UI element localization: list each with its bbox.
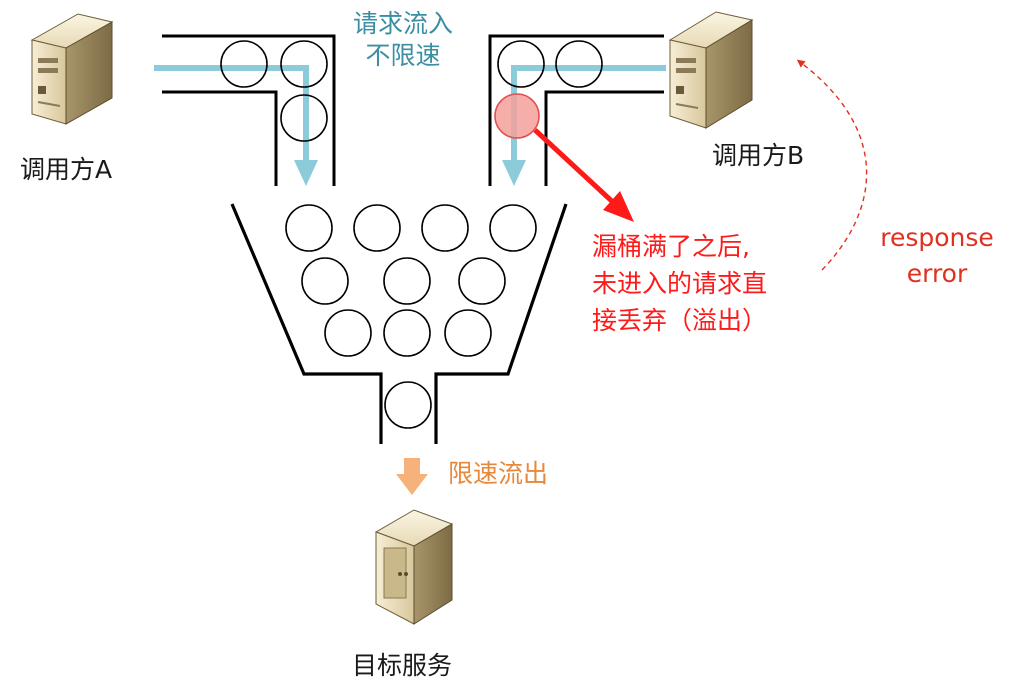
- request-ball: [353, 204, 401, 252]
- inflow-pipe-left: [162, 34, 336, 186]
- overflow-label-line3: 接丢弃（溢出）: [592, 306, 768, 335]
- response-label-line1: response: [880, 223, 994, 252]
- request-ball: [458, 257, 506, 305]
- leaky-bucket: [230, 203, 568, 444]
- caller-b-server-icon: [668, 11, 754, 129]
- overflow-label: 漏桶满了之后, 未进入的请求直 接丢弃（溢出）: [592, 228, 767, 339]
- request-ball: [285, 204, 333, 252]
- request-ball: [497, 40, 545, 88]
- inflow-label-line1: 请求流入: [352, 9, 453, 38]
- overflow-label-line2: 未进入的请求直: [592, 269, 768, 298]
- request-ball: [421, 204, 469, 252]
- request-ball: [444, 309, 492, 357]
- request-ball: [383, 257, 431, 305]
- outflow-label: 限速流出: [448, 459, 549, 488]
- overflow-arrow: [533, 128, 634, 222]
- request-ball: [220, 40, 268, 88]
- caller-b-label: 调用方B: [712, 141, 805, 170]
- outflow-arrow: [396, 458, 428, 495]
- request-ball: [383, 309, 431, 357]
- inflow-arrow-left: [154, 65, 318, 186]
- request-ball: [301, 257, 349, 305]
- request-ball: [489, 204, 537, 252]
- target-server-icon: [374, 509, 454, 625]
- bucket-requests: [285, 204, 537, 429]
- response-label-line2: error: [906, 259, 968, 288]
- target-service-label: 目标服务: [352, 651, 453, 680]
- request-ball: [324, 309, 372, 357]
- request-ball: [384, 381, 432, 429]
- inflow-label: 请求流入 不限速: [340, 8, 466, 72]
- caller-a-server-icon: [30, 13, 114, 125]
- overflow-label-line1: 漏桶满了之后,: [592, 232, 750, 261]
- inflow-pipe-right: [488, 34, 664, 186]
- dropped-request-ball: [494, 93, 540, 139]
- request-ball: [280, 40, 328, 88]
- request-ball: [555, 40, 603, 88]
- response-error-label: response error: [872, 220, 1002, 292]
- inflow-label-line2: 不限速: [365, 41, 441, 70]
- caller-a-label: 调用方A: [20, 155, 113, 184]
- response-error-arrow: [796, 59, 868, 271]
- request-ball: [280, 94, 328, 142]
